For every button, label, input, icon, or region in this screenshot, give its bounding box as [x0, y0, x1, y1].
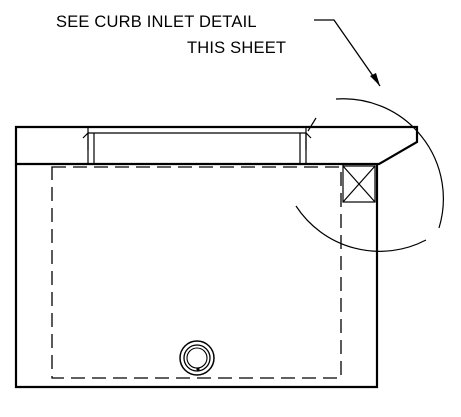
callout-leader — [314, 19, 381, 87]
drain-pipe-icon — [179, 340, 215, 376]
hidden-interior-walls — [51, 166, 342, 379]
inlet-box-outline — [14, 164, 379, 389]
callout-text-line-1: SEE CURB INLET DETAIL — [56, 13, 257, 31]
detail-circle — [295, 98, 444, 252]
curb-strip — [14, 125, 419, 166]
corner-box-x — [342, 164, 376, 203]
curb-opening — [82, 117, 317, 164]
callout-text-line-2: THIS SHEET — [187, 39, 286, 57]
